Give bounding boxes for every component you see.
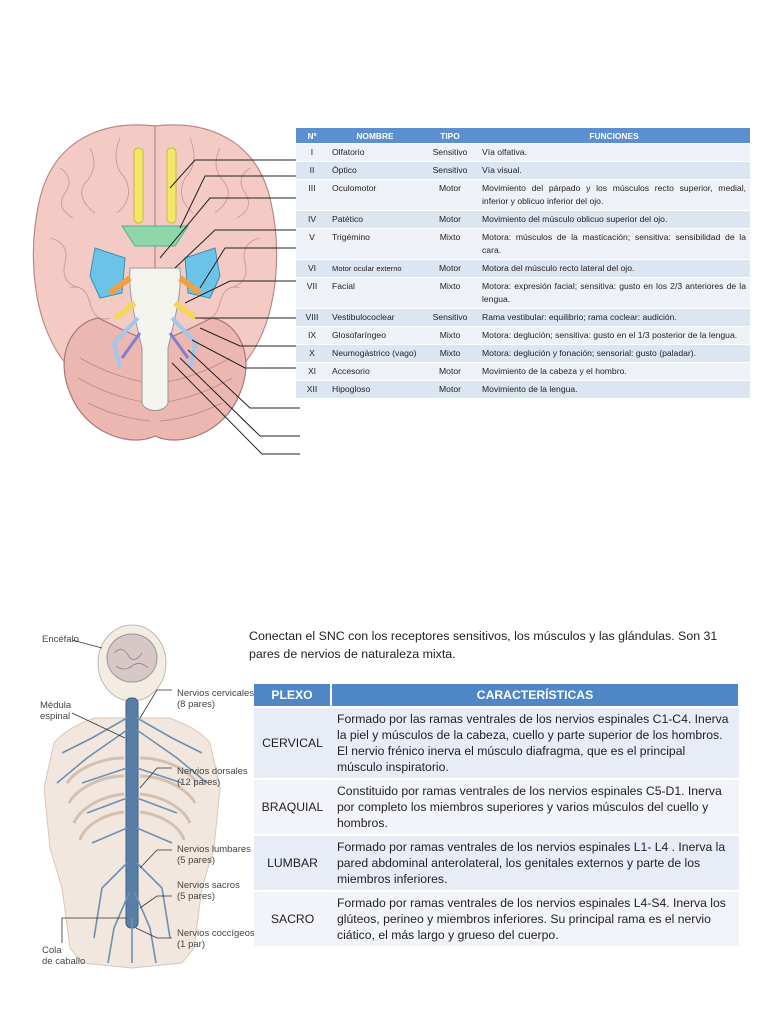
nerve-function: Motora: deglución; sensitiva: gusto en e… xyxy=(478,326,750,345)
header-functions: FUNCIONES xyxy=(478,128,750,144)
header-name: NOMBRE xyxy=(328,128,422,144)
nerve-type: Mixto xyxy=(422,228,478,260)
nerve-number: I xyxy=(296,143,328,162)
label-sacros: Nervios sacros(5 pares) xyxy=(177,880,240,902)
nerve-function: Motora: deglución y fonación; sensorial:… xyxy=(478,344,750,363)
plexus-name: BRAQUIAL xyxy=(254,778,331,835)
nerve-function: Movimiento de la cabeza y el hombro. xyxy=(478,362,750,381)
nerve-name: Hipogloso xyxy=(328,380,422,398)
nerve-type: Motor xyxy=(422,259,478,278)
nerve-function: Rama vestibular: equilibrio; rama coclea… xyxy=(478,308,750,327)
nerve-name: Facial xyxy=(328,277,422,309)
nerve-number: VII xyxy=(296,277,328,309)
nerve-name: Accesorio xyxy=(328,362,422,381)
nerve-number: X xyxy=(296,344,328,363)
nerve-type: Sensitivo xyxy=(422,308,478,327)
nerve-type: Motor xyxy=(422,210,478,229)
nerve-function: Motora: expresión facial; sensitiva: gus… xyxy=(478,277,750,309)
nerve-function: Movimiento del párpado y los músculos re… xyxy=(478,179,750,211)
nerve-type: Sensitivo xyxy=(422,161,478,180)
nerve-type: Mixto xyxy=(422,277,478,309)
nerve-number: XI xyxy=(296,362,328,381)
nerve-name: Trigémino xyxy=(328,228,422,260)
nerve-function: Vía olfativa. xyxy=(478,143,750,162)
label-cervicales: Nervios cervicales(8 pares) xyxy=(177,688,254,710)
plexus-name: CERVICAL xyxy=(254,706,331,779)
plexus-description: Formado por ramas ventrales de los nervi… xyxy=(331,834,739,891)
nerve-type: Motor xyxy=(422,380,478,398)
nerve-type: Sensitivo xyxy=(422,143,478,162)
nerve-function: Motora del músculo recto lateral del ojo… xyxy=(478,259,750,278)
nerve-name: Oculomotor xyxy=(328,179,422,211)
label-encefalo: Encéfalo xyxy=(42,634,79,645)
nerve-type: Mixto xyxy=(422,344,478,363)
nerve-number: IX xyxy=(296,326,328,345)
nerve-number: VIII xyxy=(296,308,328,327)
nerve-function: Motora: músculos de la masticación; sens… xyxy=(478,228,750,260)
nerve-function: Movimiento de la lengua. xyxy=(478,380,750,398)
nerve-function: Movimiento del músculo oblicuo superior … xyxy=(478,210,750,229)
nerve-type: Motor xyxy=(422,362,478,381)
header-type: TIPO xyxy=(422,128,478,144)
nerve-name: Glosofaríngeo xyxy=(328,326,422,345)
nerve-name: Vestibulococlear xyxy=(328,308,422,327)
nerve-type: Motor xyxy=(422,179,478,211)
label-lumbares: Nervios lumbares(5 pares) xyxy=(177,844,251,866)
spinal-nerves-intro: Conectan el SNC con los receptores sensi… xyxy=(249,629,718,661)
nerve-number: III xyxy=(296,179,328,211)
label-coccigeos: Nervios coccígeos(1 par) xyxy=(177,928,255,950)
nerve-name: Motor ocular externo xyxy=(328,259,422,278)
plexus-name: LUMBAR xyxy=(254,834,331,891)
plexus-description: Formado por ramas ventrales de los nervi… xyxy=(331,890,739,946)
brain-base-illustration xyxy=(32,124,300,455)
header-num: Nº xyxy=(296,128,328,144)
nerve-type: Mixto xyxy=(422,326,478,345)
nerve-name: Óptico xyxy=(328,161,422,180)
plexus-description: Formado por las ramas ventrales de los n… xyxy=(331,706,739,779)
nerve-name: Neumogástrico (vago) xyxy=(328,344,422,363)
nerve-number: XII xyxy=(296,380,328,398)
table-header-row: Nº NOMBRE TIPO FUNCIONES xyxy=(296,128,750,144)
nerve-number: VI xyxy=(296,259,328,278)
nerve-name: Patético xyxy=(328,210,422,229)
label-dorsales: Nervios dorsales(12 pares) xyxy=(177,766,248,788)
nerve-number: V xyxy=(296,228,328,260)
header-plexo: PLEXO xyxy=(254,684,332,707)
plexus-header-row: PLEXO CARACTERÍSTICAS xyxy=(254,684,740,707)
nerve-name: Olfatorio xyxy=(328,143,422,162)
nerve-number: IV xyxy=(296,210,328,229)
plexus-description: Constituido por ramas ventrales de los n… xyxy=(331,778,739,835)
nerve-number: II xyxy=(296,161,328,180)
header-caracteristicas: CARACTERÍSTICAS xyxy=(331,684,740,707)
nerve-function: Vía visual. xyxy=(478,161,750,180)
plexus-name: SACRO xyxy=(254,890,331,946)
